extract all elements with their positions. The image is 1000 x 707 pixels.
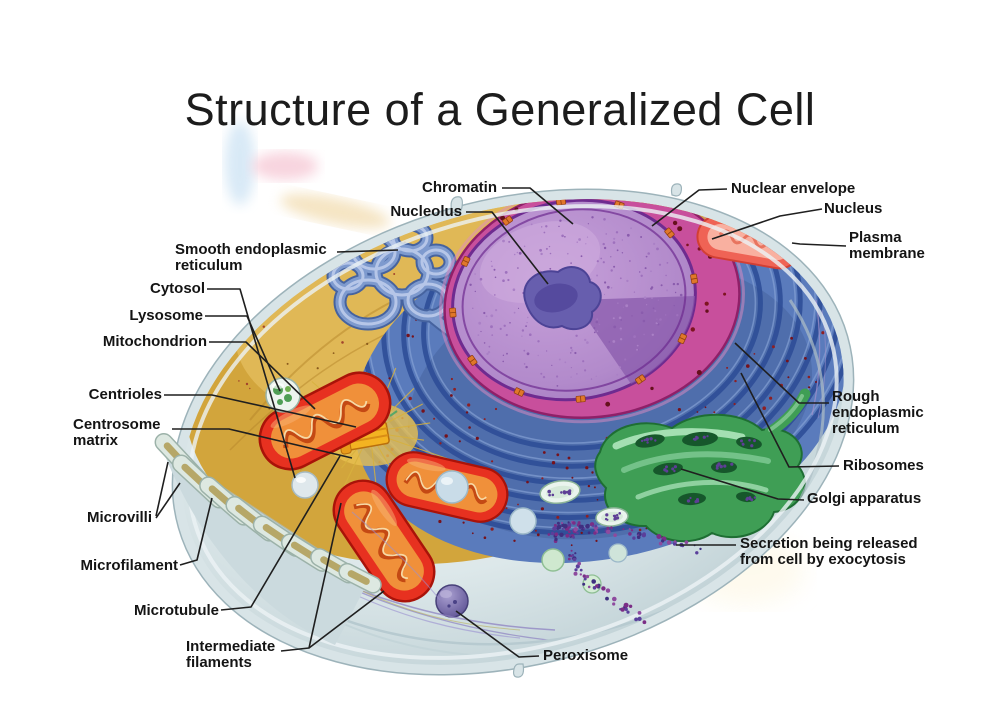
leader-intermediate-2 [308,502,342,649]
nucleus [439,180,745,424]
label-secretion: Secretion being released from cell by ex… [740,535,918,568]
label-nuclear-envelope: Nuclear envelope [731,180,856,197]
leader-nucleolus [466,211,549,285]
leader-rough-er [734,342,829,404]
label-lysosome: Lysosome [129,307,203,324]
label-smooth-er: Smooth endoplasmic reticulum [175,241,327,274]
leader-chromatin [502,187,574,225]
leader-nucleus [711,208,823,240]
label-plasma-membrane: Plasma membrane [849,229,925,262]
microvilli-region [154,432,382,645]
leader-peroxisome [455,610,540,658]
leader-smooth-er [336,249,399,253]
membrane-stubs [450,183,683,678]
leader-lines [155,187,847,658]
label-rough-er: Rough endoplasmic reticulum [832,388,924,437]
label-centrioles: Centrioles [88,386,162,403]
membrane-rim-highlight [187,204,839,660]
leader-mitochondrion [209,341,316,410]
leader-microvilli-2 [155,482,181,519]
leader-lysosome [205,315,281,392]
leader-centrioles [164,394,357,428]
label-cytosol: Cytosol [149,280,205,297]
page-title: Structure of a Generalized Cell [184,84,816,135]
leader-cytosol [207,288,296,479]
leader-microfilament [179,497,213,566]
label-centrosome-matrix: Centrosome matrix [73,416,161,449]
label-golgi: Golgi apparatus [807,490,922,507]
label-peroxisome: Peroxisome [543,647,629,664]
label-microtubule: Microtubule [134,602,219,619]
leader-ribosomes [740,372,840,468]
label-ribosomes: Ribosomes [843,457,924,474]
leader-golgi [680,468,805,501]
vesicles [291,470,629,594]
label-intermediate-filaments: Intermediate filaments [186,638,276,671]
label-mitochondrion: Mitochondrion [102,333,207,350]
label-chromatin: Chromatin [422,179,497,196]
leader-centrosome-matrix [172,428,353,459]
label-microfilament: Microfilament [80,557,178,574]
microvillus [154,432,382,594]
peroxisome-body [435,584,469,618]
secretion-dots [547,520,702,625]
label-nucleus: Nucleus [824,200,883,217]
leader-nuclear-envelope [651,188,728,227]
leader-microvilli-1 [155,461,169,517]
leader-microtubule [220,455,341,611]
label-microvilli: Microvilli [86,509,152,526]
leader-plasma-membrane [791,242,847,247]
label-nucleolus: Nucleolus [390,203,462,220]
